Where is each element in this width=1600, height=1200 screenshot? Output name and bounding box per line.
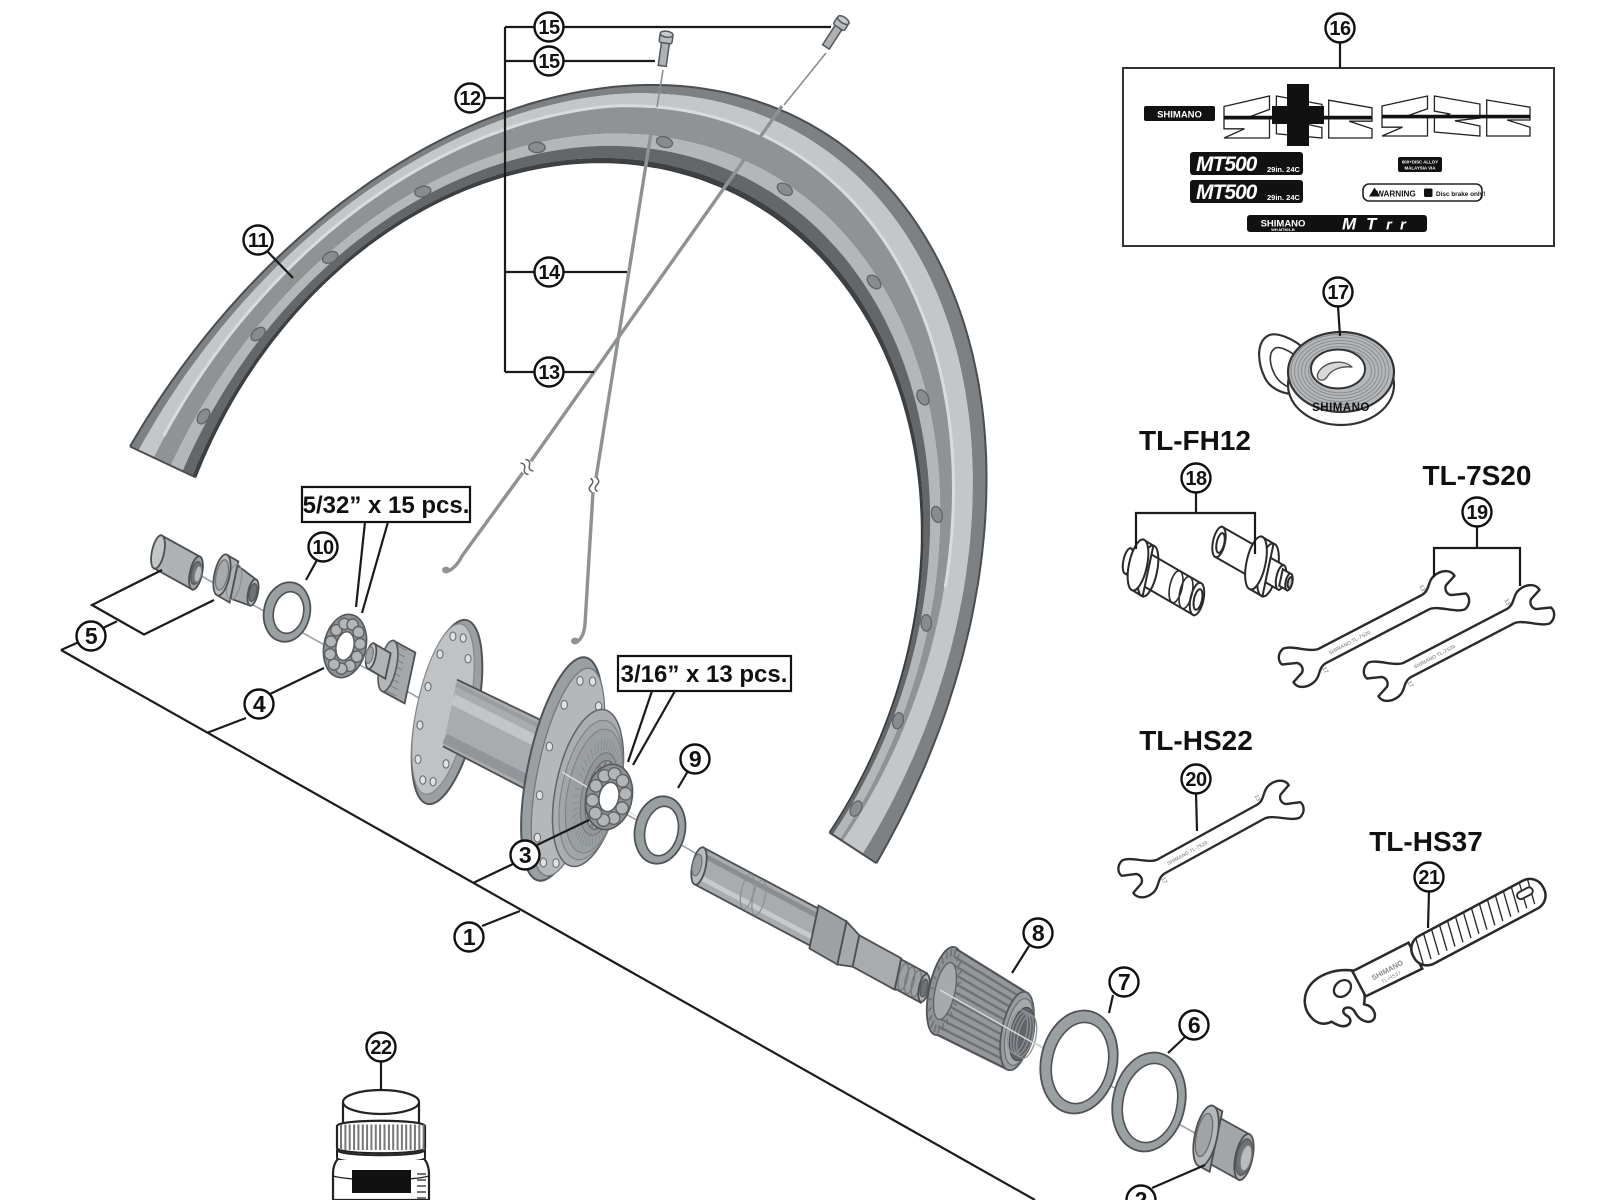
svg-text:21: 21 xyxy=(1418,867,1440,889)
svg-text:9: 9 xyxy=(689,746,701,772)
svg-text:2: 2 xyxy=(1135,1187,1148,1200)
svg-text:17: 17 xyxy=(1405,680,1414,689)
svg-text:17: 17 xyxy=(1159,876,1168,885)
svg-text:16: 16 xyxy=(1329,18,1351,40)
svg-text:29in. 24C: 29in. 24C xyxy=(1267,193,1301,202)
svg-text:8: 8 xyxy=(1032,920,1045,946)
svg-text:SHIMANO: SHIMANO xyxy=(1312,402,1370,414)
svg-text:TL-7S20: TL-7S20 xyxy=(1423,460,1532,491)
svg-text:29in. 24C: 29in. 24C xyxy=(1267,165,1301,174)
svg-text:22: 22 xyxy=(370,1037,392,1059)
svg-text:13: 13 xyxy=(1502,598,1511,607)
svg-text:17: 17 xyxy=(1327,282,1349,304)
svg-text:15: 15 xyxy=(538,51,560,73)
svg-text:600+DISC ALLOY: 600+DISC ALLOY xyxy=(1402,160,1438,165)
svg-text:12: 12 xyxy=(459,88,481,110)
svg-text:1: 1 xyxy=(463,924,476,950)
svg-text:7: 7 xyxy=(1118,969,1130,995)
svg-text:18: 18 xyxy=(1185,468,1207,490)
svg-text:r: r xyxy=(1386,217,1393,234)
svg-text:5/32” x 15 pcs.: 5/32” x 15 pcs. xyxy=(303,492,470,519)
svg-text:SHIMANO: SHIMANO xyxy=(1261,219,1306,230)
svg-text:WH-MT501-B: WH-MT501-B xyxy=(1271,228,1295,232)
svg-text:MALAYSIA VIA: MALAYSIA VIA xyxy=(1405,166,1437,171)
svg-text:Disc brake only!: Disc brake only! xyxy=(1436,191,1485,198)
svg-text:13: 13 xyxy=(1417,584,1426,593)
svg-text:13: 13 xyxy=(1253,794,1262,803)
svg-text:15: 15 xyxy=(538,17,560,39)
svg-text:6: 6 xyxy=(1188,1012,1200,1038)
svg-text:T: T xyxy=(1366,215,1378,234)
svg-text:20: 20 xyxy=(1185,769,1207,791)
svg-text:TL-HS22: TL-HS22 xyxy=(1139,725,1253,756)
svg-text:WARNING: WARNING xyxy=(1376,190,1416,199)
svg-text:3/16” x 13 pcs.: 3/16” x 13 pcs. xyxy=(621,661,788,688)
svg-text:11: 11 xyxy=(248,230,269,252)
svg-text:5: 5 xyxy=(85,623,98,649)
svg-text:M: M xyxy=(1342,215,1357,234)
svg-text:14: 14 xyxy=(538,262,561,284)
svg-text:MT500: MT500 xyxy=(1196,153,1258,176)
svg-text:TL-HS37: TL-HS37 xyxy=(1369,826,1483,857)
svg-text:MT500: MT500 xyxy=(1196,181,1258,204)
svg-text:3: 3 xyxy=(519,842,531,868)
svg-text:TL-FH12: TL-FH12 xyxy=(1139,425,1251,456)
svg-text:13: 13 xyxy=(538,362,560,384)
svg-text:17: 17 xyxy=(1320,666,1329,675)
svg-text:SHIMANO: SHIMANO xyxy=(1157,110,1202,121)
svg-text:19: 19 xyxy=(1466,502,1488,524)
svg-text:4: 4 xyxy=(253,691,266,717)
svg-text:r: r xyxy=(1400,217,1407,234)
svg-text:10: 10 xyxy=(312,537,334,559)
